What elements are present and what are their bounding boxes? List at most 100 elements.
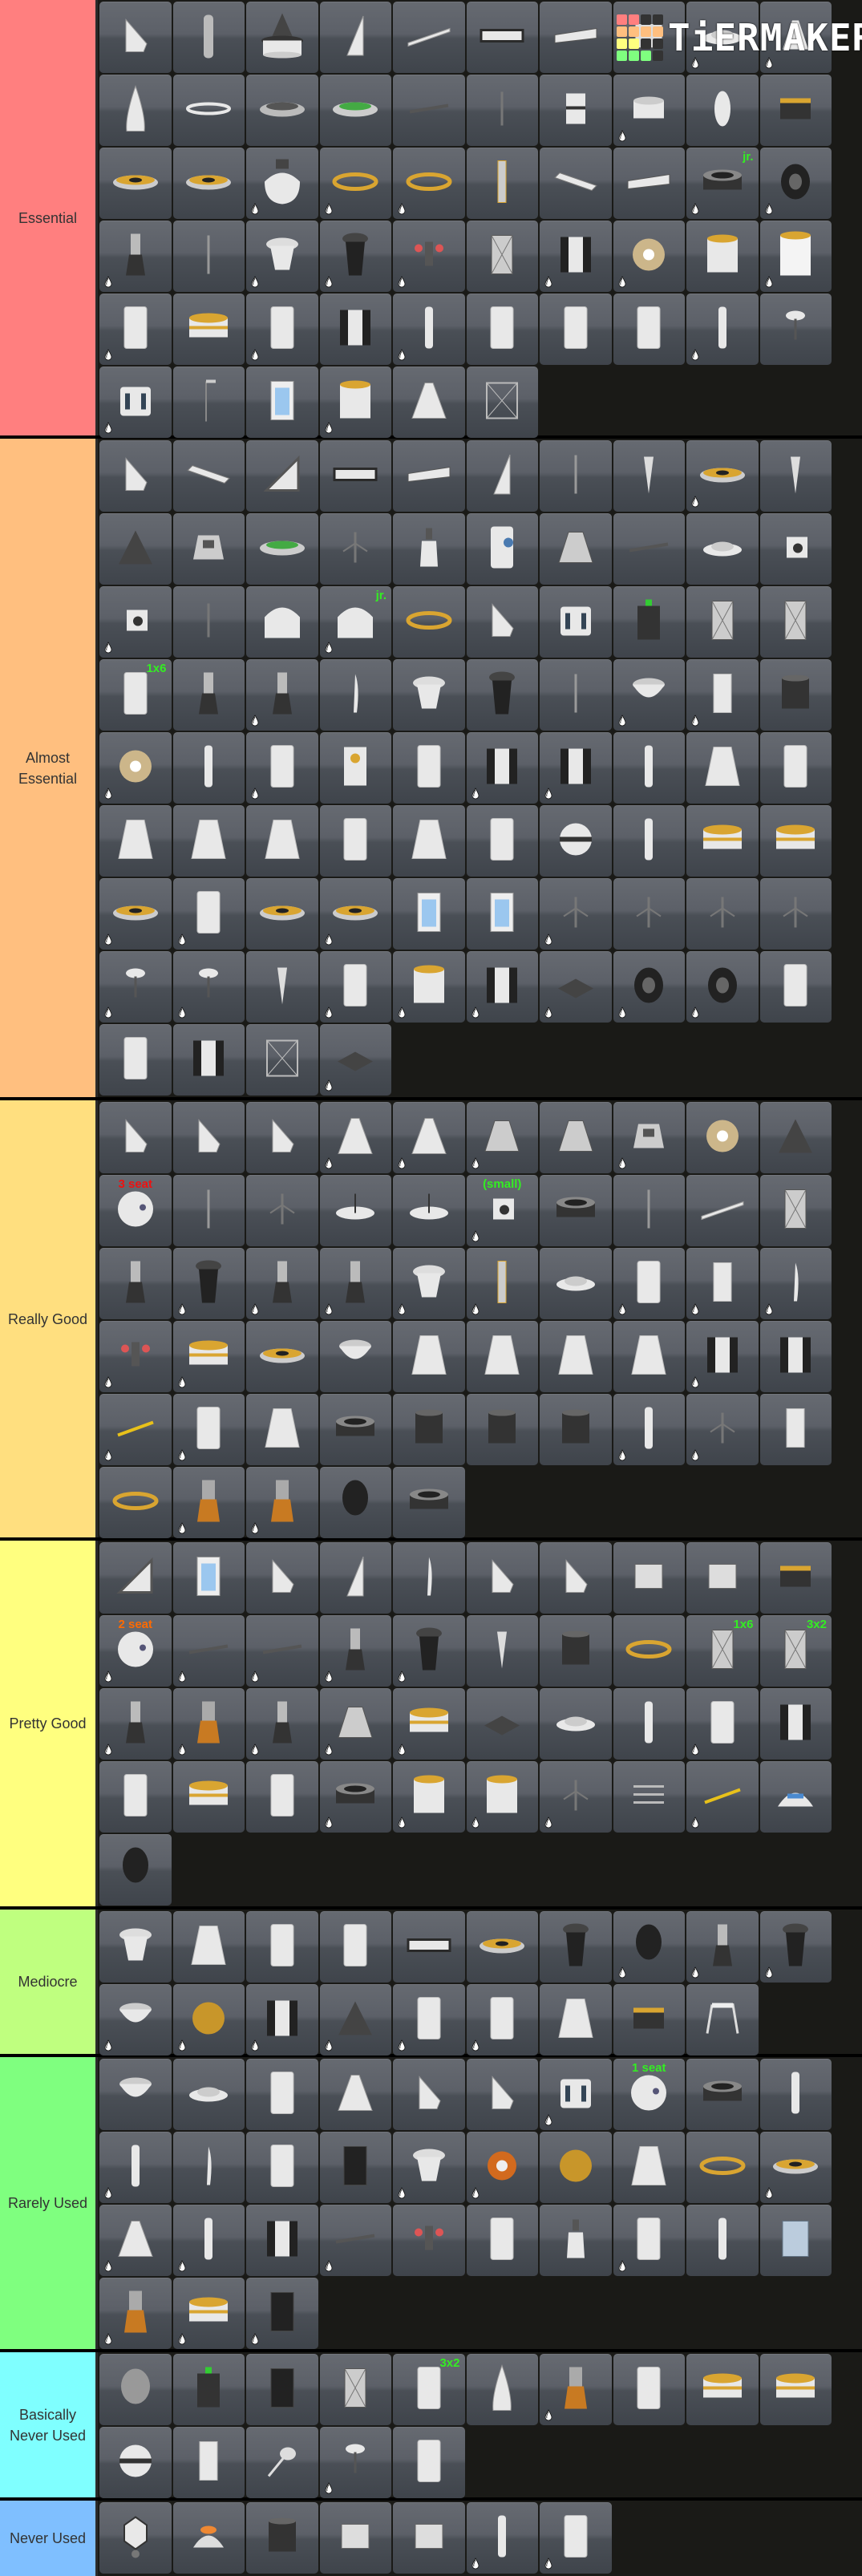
- part-tile-truss[interactable]: [466, 367, 538, 438]
- part-tile-cone-dark[interactable]: [319, 1984, 391, 2056]
- part-tile-tank-black[interactable]: [686, 1321, 759, 1392]
- part-tile-spoon[interactable]: [246, 2427, 318, 2498]
- part-tile-disc-gold[interactable]: [466, 1911, 538, 1983]
- part-tile-disc[interactable]: [246, 75, 318, 146]
- part-tile-strut[interactable]: [172, 1615, 245, 1687]
- part-tile-cylinder-dark[interactable]: [246, 2502, 318, 2574]
- part-tile-wedge-tall[interactable]: [466, 440, 538, 512]
- part-tile-truss[interactable]: [246, 1024, 318, 1096]
- part-tile-engine-bell[interactable]: [246, 221, 318, 292]
- part-tile-rod[interactable]: [172, 221, 245, 292]
- part-tile-oval[interactable]: [686, 75, 759, 146]
- part-tile-cone-ring[interactable]: [246, 2, 318, 73]
- part-tile-pod-round[interactable]: 1 seat: [613, 2059, 685, 2130]
- part-tile-ring-dark[interactable]: jr.: [686, 148, 759, 219]
- part-tile-tank-white[interactable]: [246, 294, 318, 365]
- part-tile-panel-black[interactable]: [319, 440, 391, 512]
- part-tile-box-blue[interactable]: [759, 2205, 832, 2276]
- part-tile-knife[interactable]: [319, 659, 391, 731]
- part-tile-tank-white[interactable]: [246, 1761, 318, 1833]
- part-tile-wedge[interactable]: [393, 2059, 465, 2130]
- part-tile-tank-white[interactable]: [172, 1394, 245, 1465]
- part-tile-engine[interactable]: [172, 659, 245, 731]
- part-tile-pod[interactable]: [99, 367, 172, 438]
- part-tile-tube-white[interactable]: [686, 294, 759, 365]
- part-tile-tube-gold[interactable]: [466, 1248, 538, 1319]
- part-tile-tank-gold[interactable]: [466, 1761, 538, 1833]
- part-tile-ring-dark[interactable]: [393, 1467, 465, 1538]
- part-tile-panel-grid[interactable]: [686, 586, 759, 658]
- part-tile-antenna[interactable]: [613, 878, 685, 950]
- part-tile-rod-yellow[interactable]: [99, 1394, 172, 1465]
- part-tile-tank-gold-short[interactable]: [759, 805, 832, 877]
- part-tile-disc-gold[interactable]: [246, 1321, 318, 1392]
- part-tile-pod-round[interactable]: 3 seat: [99, 1175, 172, 1246]
- part-tile-nose[interactable]: [99, 75, 172, 146]
- part-tile-spike[interactable]: [759, 440, 832, 512]
- part-tile-panel-white[interactable]: [686, 1248, 759, 1319]
- part-tile-ring-dark[interactable]: [686, 2059, 759, 2130]
- part-tile-beam[interactable]: [540, 148, 612, 219]
- part-tile-dome-orange[interactable]: [172, 2502, 245, 2574]
- part-tile-cone-white[interactable]: [393, 367, 465, 438]
- part-tile-engine[interactable]: [319, 1615, 391, 1687]
- part-tile-tank-black[interactable]: [759, 1321, 832, 1392]
- part-tile-saucer[interactable]: [686, 513, 759, 585]
- part-tile-adapter[interactable]: [540, 1321, 612, 1392]
- part-tile-solar[interactable]: [172, 1542, 245, 1614]
- part-tile-engine-dark[interactable]: [759, 1911, 832, 1983]
- part-tile-tank-gold-short[interactable]: [686, 805, 759, 877]
- part-tile-saucer[interactable]: [540, 1688, 612, 1760]
- part-tile-wedge[interactable]: [466, 1542, 538, 1614]
- part-tile-engine-gold[interactable]: [172, 1467, 245, 1538]
- part-tile-rod[interactable]: [540, 440, 612, 512]
- part-tile-bottle[interactable]: [393, 513, 465, 585]
- part-tile-tank-gold-short[interactable]: [172, 1761, 245, 1833]
- part-tile-ball-gold[interactable]: [172, 1984, 245, 2056]
- part-tile-bowl[interactable]: [99, 2059, 172, 2130]
- part-tile-tank-gold-tall[interactable]: [759, 221, 832, 292]
- part-tile-battery[interactable]: [172, 2354, 245, 2425]
- part-tile-pod[interactable]: [540, 2059, 612, 2130]
- part-tile-camera[interactable]: (small): [466, 1175, 538, 1246]
- part-tile-adapter[interactable]: [246, 805, 318, 877]
- part-tile-cylinder-dark[interactable]: [540, 1615, 612, 1687]
- part-tile-beam[interactable]: [172, 440, 245, 512]
- part-tile-tank-white[interactable]: [319, 1911, 391, 1983]
- part-tile-engine-gold[interactable]: [540, 2354, 612, 2425]
- part-tile-ring-flat[interactable]: [172, 75, 245, 146]
- part-tile-engine[interactable]: [246, 659, 318, 731]
- part-tile-capsule[interactable]: [466, 1102, 538, 1173]
- part-tile-panel-grid[interactable]: [759, 586, 832, 658]
- part-tile-tank-white[interactable]: [466, 1984, 538, 2056]
- part-tile-pole[interactable]: [172, 367, 245, 438]
- part-tile-tank-white[interactable]: [613, 294, 685, 365]
- part-tile-tube-white[interactable]: [686, 2205, 759, 2276]
- part-tile-antenna[interactable]: [246, 1175, 318, 1246]
- part-tile-panel-black[interactable]: [393, 1911, 465, 1983]
- part-tile-strut[interactable]: [246, 1615, 318, 1687]
- part-tile-disc-gold[interactable]: [686, 440, 759, 512]
- part-tile-sphere-glass[interactable]: [99, 2354, 172, 2425]
- part-tile-mat[interactable]: [540, 951, 612, 1023]
- part-tile-ring-dark[interactable]: [319, 1394, 391, 1465]
- part-tile-adapter[interactable]: [393, 805, 465, 877]
- part-tile-panel-white[interactable]: [759, 1394, 832, 1465]
- part-tile-disc-gold[interactable]: [759, 2132, 832, 2203]
- part-tile-cone-white[interactable]: [393, 1102, 465, 1173]
- part-tile-tank-black[interactable]: [172, 1024, 245, 1096]
- part-tile-parachute[interactable]: [319, 1467, 391, 1538]
- part-tile-rod-yellow[interactable]: [686, 1761, 759, 1833]
- part-tile-wedge[interactable]: [99, 440, 172, 512]
- part-tile-strut-dark[interactable]: [172, 586, 245, 658]
- part-tile-wheel[interactable]: [686, 1102, 759, 1173]
- part-tile-box-dark[interactable]: [246, 2354, 318, 2425]
- part-tile-disc-gold[interactable]: [99, 148, 172, 219]
- part-tile-panel-grid[interactable]: [466, 221, 538, 292]
- part-tile-cylinder-dark[interactable]: [759, 659, 832, 731]
- part-tile-solar[interactable]: [246, 367, 318, 438]
- part-tile-panel-grid[interactable]: [759, 1175, 832, 1246]
- part-tile-tube-white[interactable]: [613, 732, 685, 804]
- part-tile-engine[interactable]: [319, 1248, 391, 1319]
- part-tile-knife[interactable]: [172, 2132, 245, 2203]
